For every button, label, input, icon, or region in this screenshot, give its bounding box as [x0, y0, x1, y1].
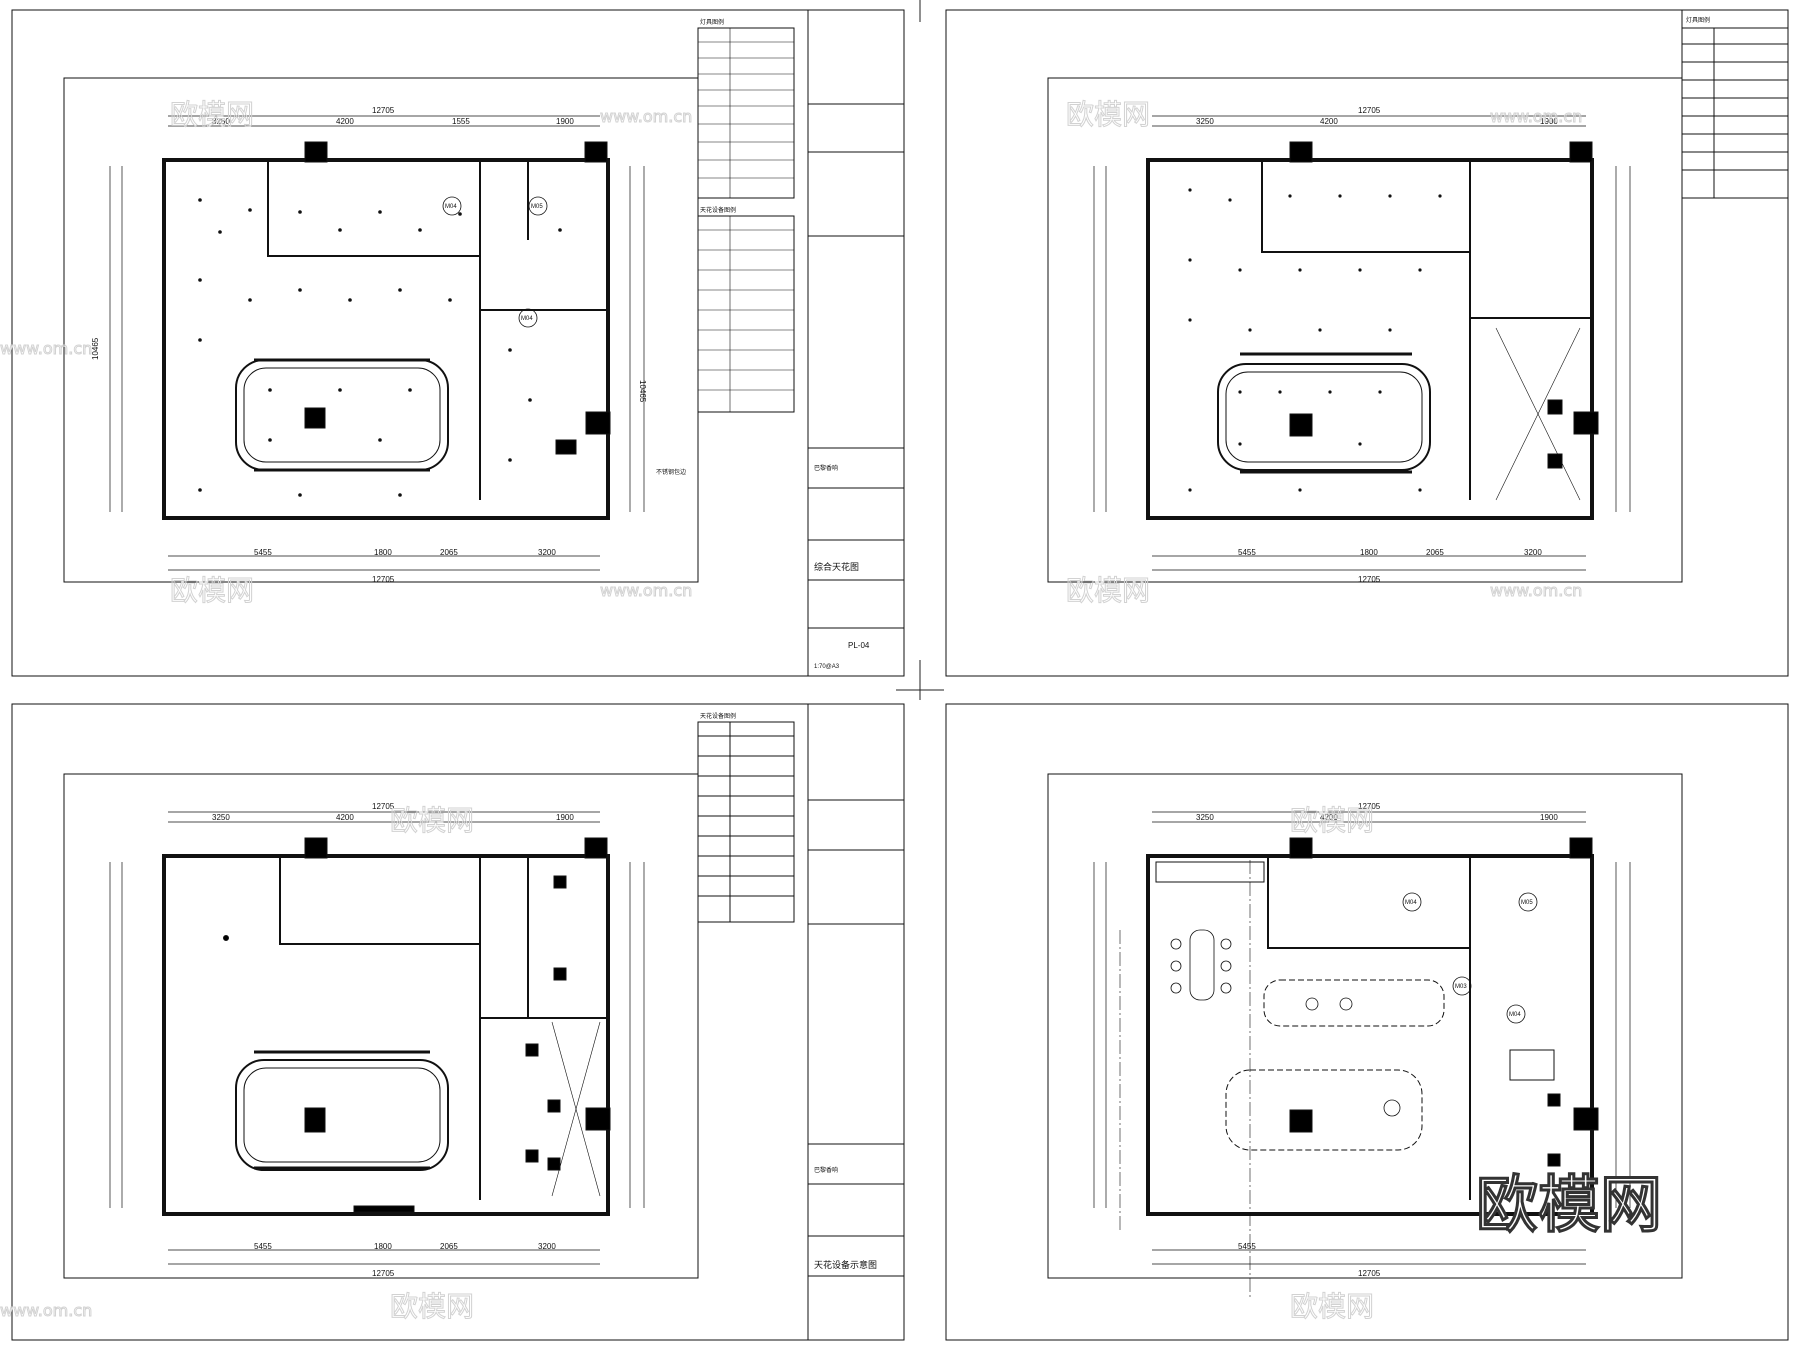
dim-top-1-bl: 3250 [212, 813, 230, 822]
dim-bottom-1-bl: 5455 [254, 1242, 272, 1251]
dim-top-9-br: 1900 [1540, 813, 1558, 822]
tag-labels-top-left: M04 M05 M04 [445, 204, 543, 322]
tag-m03-br: M03 [1455, 984, 1467, 990]
watermark-7: 欧模网 [390, 1290, 474, 1323]
watermark-6: 欧模网 [1290, 804, 1374, 837]
legend-title: 灯具图例 [700, 18, 724, 26]
dim-total-top: 12705 [372, 106, 395, 115]
dim-total-bottom-bl: 12705 [372, 1269, 395, 1278]
tag-m05: M05 [531, 204, 543, 210]
legend-title-top-right: 灯具图例 [1686, 16, 1710, 24]
dim-top-1-tr: 3250 [1196, 117, 1214, 126]
legend-title-bl: 天花设备图例 [700, 712, 736, 720]
title-block-top-left: 巴黎香响 综合天花图 PL-04 1:70@A3 灯具图例 天花设备图例 [700, 18, 870, 670]
dim-top-3: 4200 [336, 117, 354, 126]
watermark-1: 欧模网 [170, 98, 254, 131]
watermark-8: 欧模网 [1290, 1290, 1374, 1323]
dim-bottom-5-tr: 3200 [1524, 548, 1542, 557]
floor-plan-bottom-right [1119, 837, 1599, 1300]
dim-bottom-2: 1800 [374, 548, 392, 557]
drawing-title: 综合天花图 [814, 561, 859, 572]
dim-bottom-2-tr: 1800 [1360, 548, 1378, 557]
tag-labels-bottom-right: M04 M05 M03 M04 [1405, 900, 1533, 1018]
tag-m04-b: M04 [521, 316, 533, 322]
sheet-bottom-right [945, 703, 1789, 1341]
dim-total-top-br: 12705 [1358, 802, 1381, 811]
dim-left-total: 10465 [91, 337, 100, 360]
floor-plan-top-right [1146, 141, 1599, 520]
tag-m04: M04 [445, 204, 457, 210]
legend2-title: 天花设备图例 [700, 206, 736, 214]
dim-total-bottom-br: 12705 [1358, 1269, 1381, 1278]
watermark-5: 欧模网 [390, 804, 474, 837]
callout-label: 不锈钢包边 [656, 468, 686, 476]
sheet-bottom-left [11, 703, 905, 1341]
dimension-lines-top-right [1093, 115, 1631, 571]
dimension-lines-top-left [109, 115, 645, 571]
dim-bottom-3-bl: 2065 [440, 1242, 458, 1251]
floor-plan-bottom-left [162, 837, 611, 1216]
dim-bottom-1-tr: 5455 [1238, 548, 1256, 557]
sheet-top-left [11, 9, 905, 677]
dim-bottom-1-br: 5455 [1238, 1242, 1256, 1251]
light-points-top-left [198, 198, 562, 497]
dim-top-3-br: 4200 [1320, 813, 1338, 822]
dim-bottom-3-tr: 2065 [1426, 548, 1444, 557]
drawing-scale: 1:70@A3 [814, 664, 840, 670]
dimension-text-bottom-right: 12705 3250 4200 1900 5455 12705 [1196, 802, 1558, 1278]
client-label: 巴黎香响 [814, 464, 838, 472]
dim-total-bottom-tr: 12705 [1358, 575, 1381, 584]
watermark-3: 欧模网 [170, 574, 254, 607]
dimension-text-bottom-left: 12705 3250 4200 1900 5455 1800 2065 3200… [212, 802, 574, 1278]
dim-bottom-5-bl: 3200 [538, 1242, 556, 1251]
dimension-lines-bottom-right [1093, 811, 1631, 1265]
dim-top-3-tr: 4200 [1320, 117, 1338, 126]
client-label-bl: 巴黎香响 [814, 1166, 838, 1174]
dim-bottom-2-bl: 1800 [374, 1242, 392, 1251]
sheet-top-right [945, 9, 1789, 677]
watermark-2: 欧模网 [1066, 98, 1150, 131]
drawing-title-bl: 天花设备示意图 [814, 1259, 877, 1270]
dim-bottom-5: 3200 [538, 548, 556, 557]
watermarks: 欧模网 欧模网 欧模网 欧模网 欧模网 欧模网 欧模网 欧模网 www.om.c… [0, 98, 1664, 1324]
dim-total-bottom: 12705 [372, 575, 395, 584]
dimension-text-top-left: 12705 3250 4200 1555 1900 5455 1800 2065… [91, 106, 686, 584]
tag-m04-br: M04 [1405, 900, 1417, 906]
dim-total-top-bl: 12705 [372, 802, 395, 811]
legend-rows-top-left [698, 28, 794, 412]
dim-top-5: 1555 [452, 117, 470, 126]
dim-bottom-3: 2065 [440, 548, 458, 557]
dim-top-1: 3250 [212, 117, 230, 126]
dim-right-total: 10465 [638, 380, 647, 403]
dim-total-top-tr: 12705 [1358, 106, 1381, 115]
dim-top-9-tr: 1900 [1540, 117, 1558, 126]
seating-bottom-right [1170, 929, 1401, 1117]
dimension-lines-bottom-left [109, 811, 645, 1265]
title-block-bottom-left: 天花设备图例 巴黎香响 天花设备示意图 [700, 712, 877, 1270]
light-points-top-right [1188, 188, 1442, 492]
dim-top-9-bl: 1900 [556, 813, 574, 822]
dim-bottom-1: 5455 [254, 548, 272, 557]
drawing-number: PL-04 [848, 641, 870, 650]
dim-top-1-br: 3250 [1196, 813, 1214, 822]
watermark-url-6: www.om.cn [0, 1301, 92, 1320]
dim-top-9: 1900 [556, 117, 574, 126]
watermark-4: 欧模网 [1066, 574, 1150, 607]
watermark-url-4: www.om.cn [1490, 581, 1582, 600]
tag-bubbles-top-left [442, 196, 548, 328]
sheet-crosshair [896, 0, 944, 700]
watermark-url-5: www.om.cn [0, 339, 92, 358]
tag-m05-br: M05 [1521, 900, 1533, 906]
watermark-url-2: www.om.cn [1490, 107, 1582, 126]
watermark-url-3: www.om.cn [600, 581, 692, 600]
dimension-text-top-right: 12705 3250 4200 1900 5455 1800 2065 3200… [1196, 106, 1558, 584]
watermark-url-1: www.om.cn [600, 107, 692, 126]
watermark-logo-large: 欧模网 [1476, 1168, 1662, 1241]
floor-plan-top-left [162, 141, 611, 520]
tag-m04c-br: M04 [1509, 1012, 1521, 1018]
tag-bubbles-bottom-right [1402, 892, 1538, 1024]
dim-top-3-bl: 4200 [336, 813, 354, 822]
